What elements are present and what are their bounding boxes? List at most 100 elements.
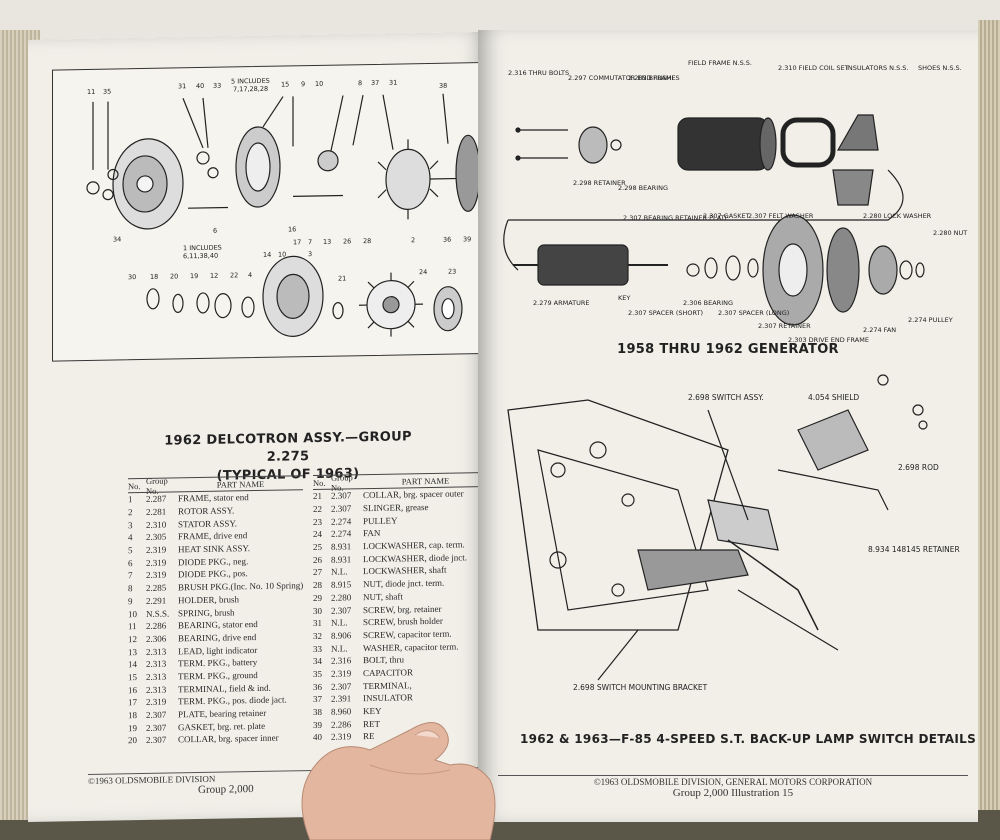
label-pulley: 2.274 PULLEY [908, 316, 953, 324]
part-number: 29 [313, 592, 322, 603]
group-number: 2.319 [146, 544, 167, 556]
group-number: 2.310 [146, 519, 167, 530]
part-name: SLINGER, grease [363, 502, 429, 514]
label-brushes: 2.283 BRUSHES [628, 74, 680, 82]
part-number: 30 [313, 605, 322, 616]
part-number: 2 [128, 507, 133, 518]
label-key: KEY [618, 294, 630, 302]
part-name: BEARING, drive end [178, 631, 257, 644]
group-number: 2.307 [146, 722, 167, 733]
part-name: BEARING, stator end [178, 619, 258, 631]
part-name: COLLAR, brg. spacer outer [363, 488, 464, 501]
part-name: TERM. PKG., battery [178, 657, 258, 669]
switch-details-title: 1962 & 1963—F-85 4-SPEED S.T. BACK-UP LA… [519, 732, 977, 746]
group-number: 2.274 [331, 516, 352, 527]
header-no: No. [128, 480, 141, 491]
label-shoes: SHOES N.S.S. [918, 64, 962, 72]
group-number: N.L. [331, 643, 348, 654]
callout: 6 [213, 227, 217, 235]
part-name: LEAD, light indicator [178, 644, 258, 656]
group-number: N.L. [331, 617, 348, 628]
group-number: 2.307 [146, 709, 167, 720]
part-name: SPRING, brush [178, 606, 235, 618]
part-number: 35 [313, 668, 322, 679]
callout: 35 [103, 88, 111, 96]
hand-photo-element [301, 722, 496, 840]
part-number: 23 [313, 516, 322, 527]
part-number: 21 [313, 491, 322, 502]
label-lock-washer: 2.280 LOCK WASHER [863, 212, 932, 220]
group-number: 2.319 [146, 696, 167, 708]
page-stack-right [978, 20, 1000, 810]
part-name: SCREW, brush holder [363, 615, 443, 628]
group-number: N.S.S. [146, 608, 170, 619]
group-number: 2.319 [146, 557, 167, 568]
callout: 21 [338, 274, 346, 282]
group-number: 2.319 [146, 570, 167, 581]
part-name: WASHER, capacitor term. [363, 641, 459, 653]
part-number: 20 [128, 735, 137, 746]
part-number: 6 [128, 557, 133, 569]
part-number: 10 [128, 608, 137, 619]
part-name: LOCKWASHER, diode jnct. [363, 552, 467, 564]
part-name: STATOR ASSY. [178, 518, 237, 530]
label-bearing-top: 2.298 BEARING [618, 184, 668, 192]
part-name: NUT, shaft [363, 591, 403, 602]
group-number: 8.931 [331, 541, 352, 552]
label-felt-washer: 2.307 FELT WASHER [748, 212, 814, 220]
group-number: 2.291 [146, 595, 167, 606]
part-number: 13 [128, 646, 137, 657]
part-name: PULLEY [363, 515, 398, 526]
part-name: LOCKWASHER, shaft [363, 565, 447, 577]
callout: 5 INCLUDES [231, 77, 270, 86]
group-number: 2.305 [146, 531, 167, 543]
delcotron-exploded-diagram: 11 35 31 40 33 5 INCLUDES 7,17,28,28 15 … [52, 62, 484, 362]
part-name: DIODE PKG., neg. [178, 555, 249, 568]
header-part-name: PART NAME [216, 478, 265, 490]
label-retainer: 2.298 RETAINER [573, 179, 626, 187]
label-field-coil: 2.310 FIELD COIL SET [778, 64, 849, 72]
label-bearing-retainer-plate: 2.307 BEARING RETAINER PLATE [623, 214, 729, 222]
part-number: 4 [128, 532, 133, 543]
callout: 40 [196, 82, 204, 90]
callout: 15 [281, 80, 289, 88]
part-number: 33 [313, 643, 322, 654]
header-part-name: PART NAME [401, 475, 450, 486]
part-number: 22 [313, 503, 322, 515]
group-number: 2.281 [146, 506, 167, 517]
part-number: 34 [313, 656, 322, 667]
callout: 8 [358, 79, 362, 87]
label-bearing: 2.306 BEARING [683, 299, 733, 307]
callout: 26 [343, 237, 351, 245]
callout: 17 [293, 238, 301, 246]
part-number: 5 [128, 545, 133, 556]
part-name: NUT, diode jnct. term. [363, 577, 445, 590]
group-number: 2.313 [146, 646, 167, 657]
callout: 10 [278, 250, 286, 258]
group-number: 2.287 [146, 493, 167, 505]
part-number: 11 [128, 621, 137, 632]
left-page: 11 35 31 40 33 5 INCLUDES 7,17,28,28 15 … [28, 31, 490, 822]
callout: 12 [210, 272, 218, 280]
part-number: 31 [313, 618, 322, 629]
group-illustration-number: Group 2,000 Illustration 15 [672, 787, 794, 799]
callout: 28 [363, 237, 371, 245]
part-name: TERMINAL, [363, 679, 412, 691]
label-field-frame: FIELD FRAME N.S.S. [688, 59, 752, 67]
part-name: TERM. PKG., ground [178, 669, 258, 682]
label-armature: 2.279 ARMATURE [533, 299, 590, 307]
part-number: 24 [313, 529, 322, 540]
part-number: 25 [313, 541, 322, 553]
callout: 39 [463, 235, 471, 243]
part-name: BOLT, thru [363, 654, 405, 666]
callout: 31 [178, 82, 186, 90]
label-insulators: INSULATORS N.S.S. [846, 64, 908, 72]
callout: 33 [213, 82, 221, 90]
label-retainer-2: 2.307 RETAINER [758, 322, 811, 330]
group-number: 2.319 [331, 668, 352, 679]
part-name: FRAME, stator end [178, 492, 249, 504]
part-number: 15 [128, 672, 137, 683]
group-number: 2.285 [146, 582, 167, 594]
part-number: 17 [128, 697, 137, 708]
right-page: 2.316 THRU BOLTS 2.297 COMMUTATOR END FR… [478, 30, 978, 822]
